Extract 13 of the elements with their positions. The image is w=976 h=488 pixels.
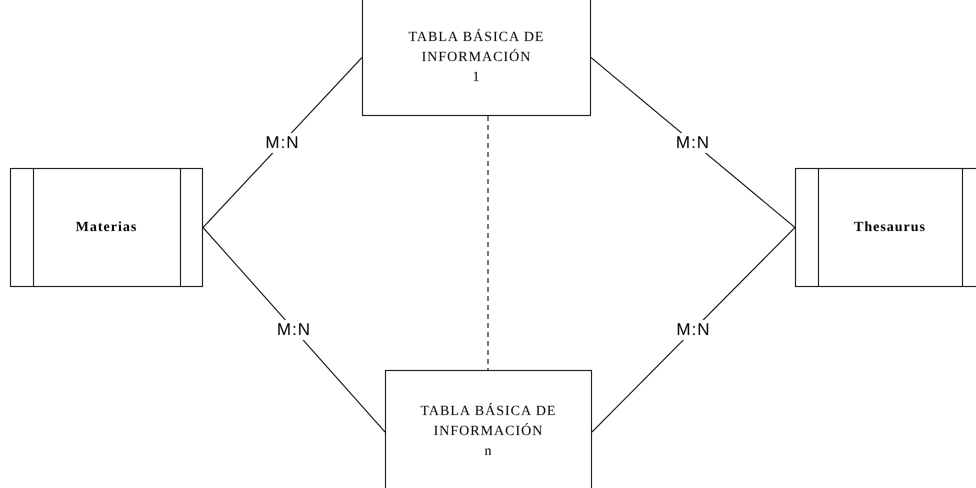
entity-name: Materias: [76, 218, 138, 236]
connector-line: [202, 227, 386, 432]
connector-line: [202, 57, 362, 228]
table-title: TABLA BÁSICA DE INFORMACIÓN: [407, 28, 546, 66]
connector-line: [592, 227, 796, 432]
entity-box: [10, 168, 203, 287]
entity-box: [795, 168, 976, 287]
entity-name: Thesaurus: [854, 218, 926, 236]
connector-line: [590, 57, 796, 228]
table-box: [385, 370, 592, 488]
table-index: n: [484, 443, 492, 461]
table-index: 1: [472, 68, 480, 86]
table-box: [362, 0, 591, 116]
